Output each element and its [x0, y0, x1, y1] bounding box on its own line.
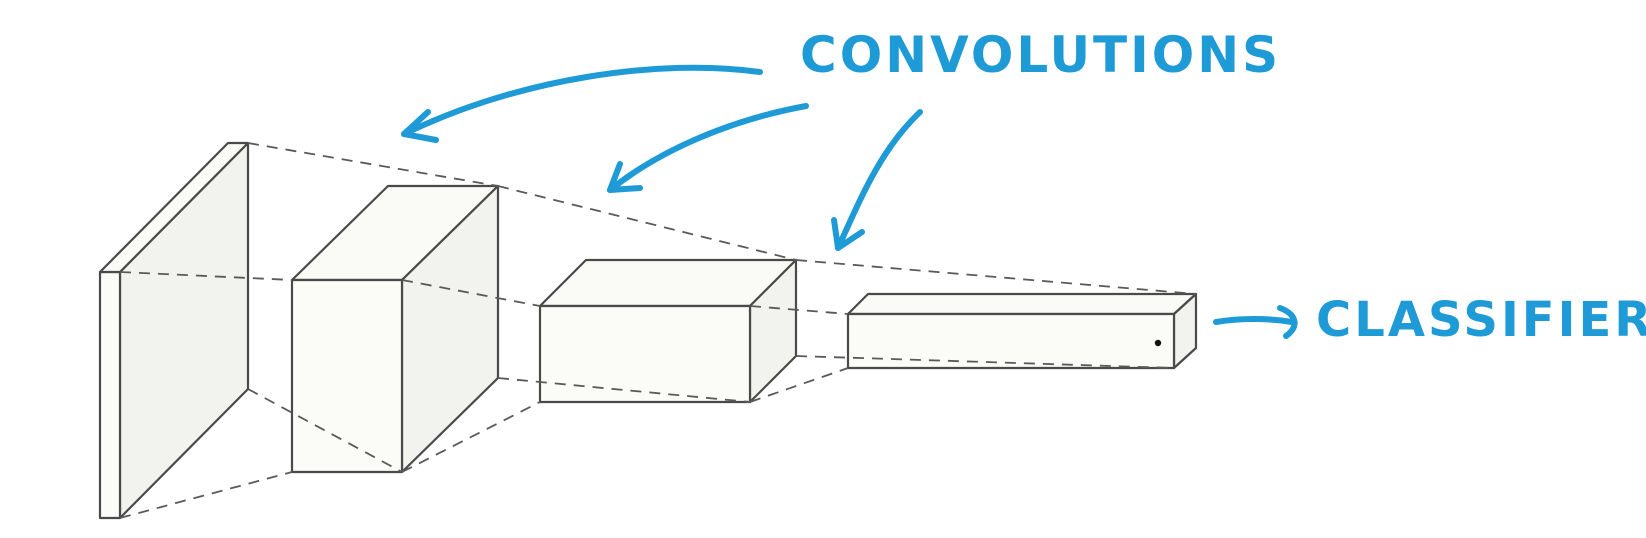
conv-block-3 [846, 292, 1198, 370]
output-dot [1154, 339, 1162, 347]
arrow-to-block-2 [401, 64, 763, 137]
conv-block-1 [290, 184, 500, 474]
classifier-arrow [1213, 305, 1298, 339]
classifier-label: CLASSIFIER [1316, 292, 1646, 348]
input-plane [98, 141, 250, 520]
projection-lines [119, 142, 1197, 519]
arrow-to-block-4 [835, 109, 923, 251]
conv-block-2 [538, 258, 798, 404]
arrow-to-block-3 [607, 103, 809, 193]
convolution-arrows [401, 64, 923, 251]
convolutions-label: CONVOLUTIONS [800, 26, 1281, 84]
